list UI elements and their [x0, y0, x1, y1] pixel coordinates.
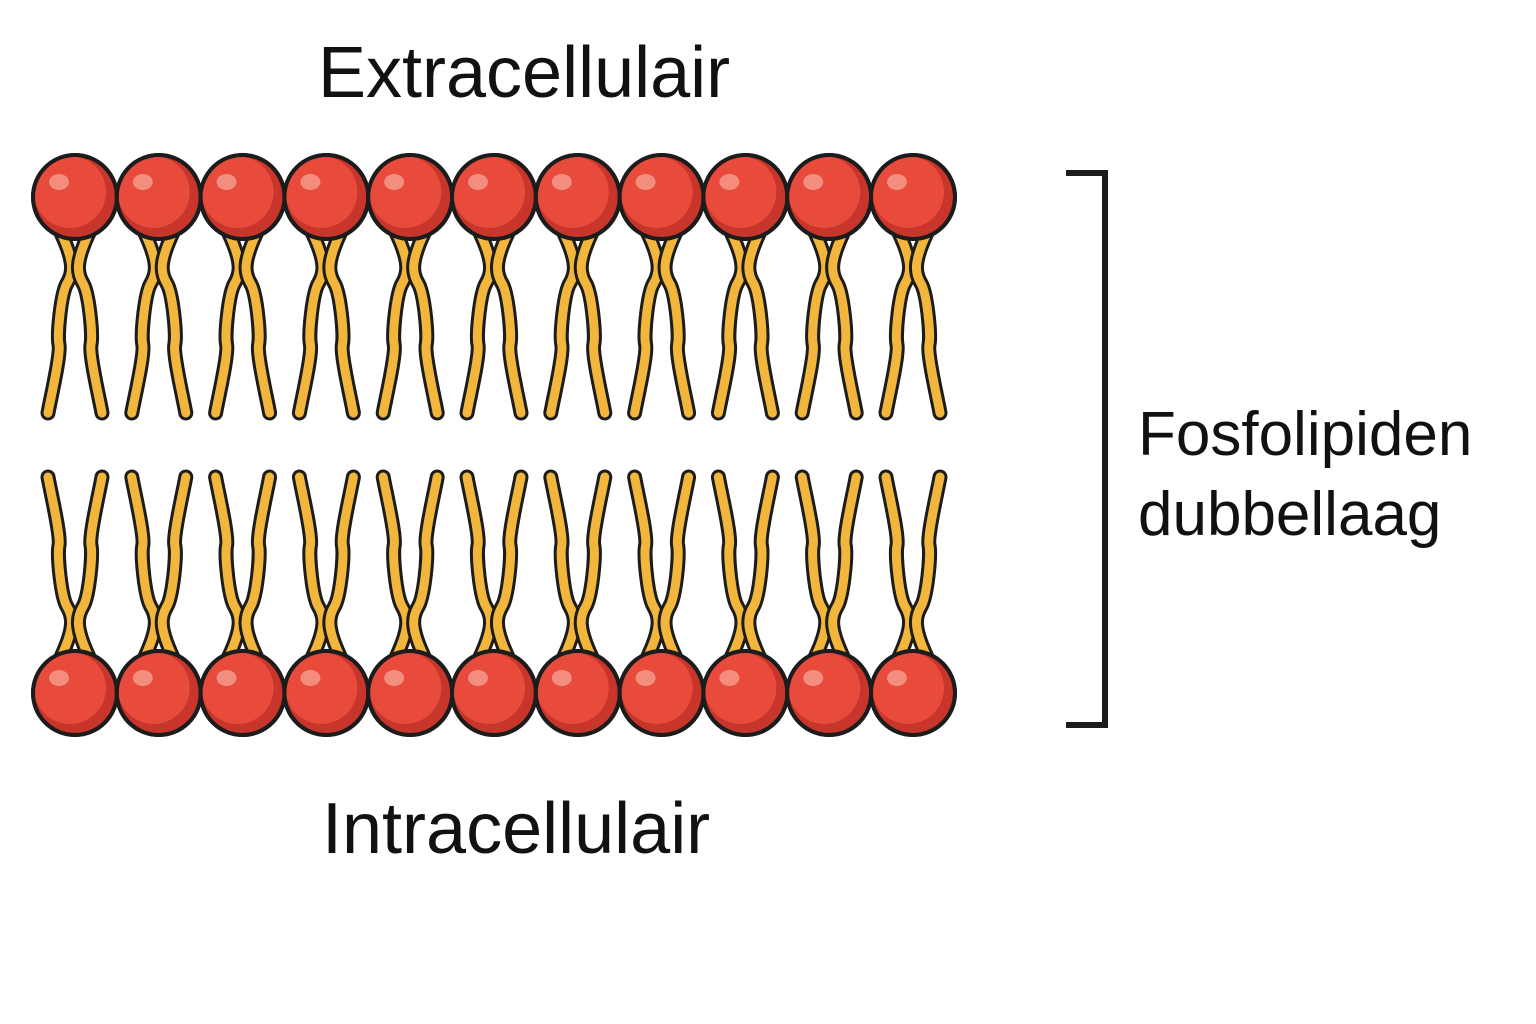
phospholipid [533, 153, 622, 421]
fatty-acid-tail-icon [576, 472, 610, 662]
phosphate-head-icon [117, 652, 190, 724]
phosphate-head-icon [468, 174, 488, 190]
phosphate-head-icon [384, 174, 405, 190]
phosphate-head-icon [34, 652, 106, 724]
phosphate-head-icon [872, 652, 944, 724]
phosphate-head-icon [872, 156, 944, 228]
phospholipid [869, 469, 957, 737]
phospholipid [450, 153, 538, 421]
phosphate-head-icon [453, 156, 525, 228]
phosphate-head-icon [620, 652, 693, 724]
phosphate-head-icon [384, 670, 405, 686]
phosphate-head-icon [216, 670, 237, 686]
phospholipid [198, 469, 287, 737]
phospholipid [701, 469, 790, 737]
phospholipid [617, 153, 706, 421]
phosphate-head-icon [803, 174, 824, 190]
extracellular-label: Extracellulair [318, 33, 731, 113]
fatty-acid-tail-icon [74, 228, 107, 418]
phosphate-head-icon [869, 153, 957, 241]
phosphate-head-icon [453, 652, 525, 724]
phosphate-head-icon [468, 670, 488, 686]
phospholipid [366, 469, 455, 737]
phospholipid [701, 153, 790, 421]
fatty-acid-tail-icon [157, 228, 191, 418]
phosphate-head-icon [869, 649, 957, 737]
fatty-acid-tail-icon [660, 472, 694, 662]
phosphate-head-icon [620, 156, 693, 228]
phosphate-head-icon [635, 174, 656, 190]
fatty-acid-tail-icon [744, 228, 777, 418]
phosphate-head-icon [536, 156, 609, 228]
phosphate-head-icon [300, 670, 321, 686]
fatty-acid-tail-icon [409, 472, 442, 662]
phospholipid [114, 469, 203, 737]
bilayer-label: Fosfolipiden dubbellaag [1138, 395, 1472, 555]
fatty-acid-tail-icon [493, 472, 526, 662]
phosphate-head-icon [285, 156, 358, 228]
bilayer-label-line2: dubbellaag [1138, 480, 1442, 549]
fatty-acid-tail-icon [157, 472, 191, 662]
phosphate-head-icon [216, 174, 237, 190]
phospholipid [31, 153, 119, 421]
phospholipid [785, 153, 874, 421]
phosphate-head-icon [300, 174, 321, 190]
fatty-acid-tail-icon [576, 228, 610, 418]
phosphate-head-icon [635, 670, 656, 686]
phosphate-head-icon [887, 670, 907, 686]
fatty-acid-tail-icon [912, 472, 945, 662]
phosphate-head-icon [201, 652, 274, 724]
phospholipid [450, 469, 538, 737]
fatty-acid-tail-icon [828, 472, 861, 662]
phosphate-head-icon [704, 652, 777, 724]
phosphate-head-icon [49, 174, 69, 190]
fatty-acid-tail-icon [660, 228, 694, 418]
outer-leaflet [31, 153, 957, 421]
phosphate-head-icon [34, 156, 106, 228]
fatty-acid-tail-icon [241, 472, 275, 662]
phosphate-head-icon [803, 670, 824, 686]
phosphate-head-icon [285, 652, 358, 724]
fatty-acid-tail-icon [912, 228, 945, 418]
fatty-acid-tail-icon [409, 228, 442, 418]
bracket-icon [1066, 170, 1108, 728]
phosphate-head-icon [369, 652, 442, 724]
phosphate-head-icon [369, 156, 442, 228]
bilayer-label-line1: Fosfolipiden [1138, 400, 1473, 469]
fatty-acid-tail-icon [325, 228, 358, 418]
phospholipid [282, 153, 371, 421]
phosphate-head-icon [132, 174, 153, 190]
phosphate-head-icon [49, 670, 69, 686]
phosphate-head-icon [704, 156, 777, 228]
phosphate-head-icon [887, 174, 907, 190]
phosphate-head-icon [788, 652, 861, 724]
phospholipid [785, 469, 874, 737]
phosphate-head-icon [132, 670, 153, 686]
phospholipid [869, 153, 957, 421]
fatty-acid-tail-icon [493, 228, 526, 418]
fatty-acid-tail-icon [828, 228, 861, 418]
fatty-acid-tail-icon [74, 472, 107, 662]
fatty-acid-tail-icon [744, 472, 777, 662]
phospholipid [198, 153, 287, 421]
phospholipid [617, 469, 706, 737]
phospholipid [533, 469, 622, 737]
phosphate-head-icon [117, 156, 190, 228]
phosphate-head-icon [719, 670, 740, 686]
phospholipid [114, 153, 203, 421]
phospholipid [31, 469, 119, 737]
inner-leaflet [31, 469, 957, 737]
phospholipid [366, 153, 455, 421]
intracellular-label: Intracellulair [322, 789, 711, 869]
phosphate-head-icon [719, 174, 740, 190]
fatty-acid-tail-icon [325, 472, 358, 662]
phosphate-head-icon [788, 156, 861, 228]
phospholipid [282, 469, 371, 737]
fatty-acid-tail-icon [241, 228, 275, 418]
phosphate-head-icon [551, 174, 572, 190]
phosphate-head-icon [551, 670, 572, 686]
phosphate-head-icon [201, 156, 274, 228]
phosphate-head-icon [536, 652, 609, 724]
